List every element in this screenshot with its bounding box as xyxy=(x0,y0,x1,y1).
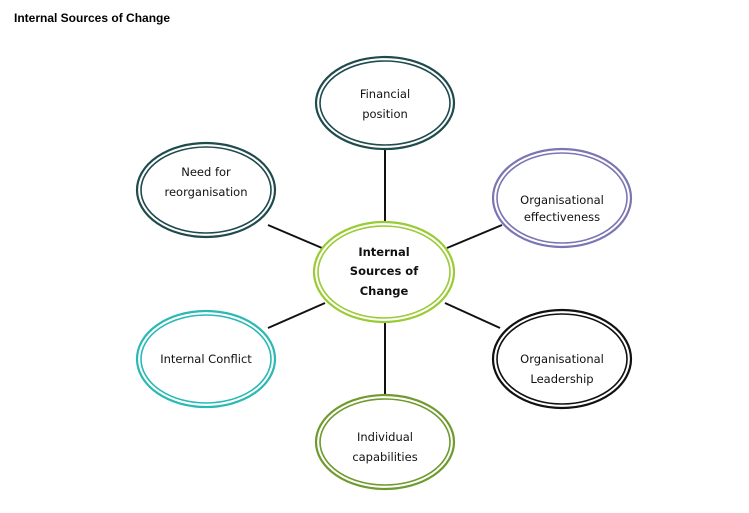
node-leadership: Organisational Leadership xyxy=(491,308,633,410)
svg-text:reorganisation: reorganisation xyxy=(164,185,247,199)
page-title: Internal Sources of Change xyxy=(14,11,171,25)
svg-text:Change: Change xyxy=(360,284,409,298)
node-effectiveness: Organisational effectiveness xyxy=(491,147,633,249)
connector-conflict xyxy=(267,302,326,329)
svg-text:Organisational: Organisational xyxy=(520,193,604,207)
node-financial: Financial position xyxy=(314,55,456,151)
svg-text:Leadership: Leadership xyxy=(530,372,593,386)
svg-text:effectiveness: effectiveness xyxy=(524,210,600,224)
svg-text:position: position xyxy=(362,107,408,121)
svg-text:capabilities: capabilities xyxy=(352,450,417,464)
svg-text:Need for: Need for xyxy=(181,165,231,179)
connector-leadership xyxy=(444,302,501,329)
svg-text:Internal: Internal xyxy=(358,245,409,259)
svg-text:Internal Conflict: Internal Conflict xyxy=(160,352,252,366)
node-individual: Individual capabilities xyxy=(314,393,456,491)
svg-text:Organisational: Organisational xyxy=(520,352,604,366)
connector-effectiveness xyxy=(446,224,503,249)
node-need: Need for reorganisation xyxy=(135,141,277,239)
svg-text:Individual: Individual xyxy=(357,430,413,444)
node-center: Internal Sources of Change xyxy=(312,220,456,324)
svg-text:Financial: Financial xyxy=(360,87,410,101)
svg-text:Sources of: Sources of xyxy=(350,264,419,278)
connector-need xyxy=(267,224,323,249)
node-conflict: Internal Conflict xyxy=(135,309,277,409)
